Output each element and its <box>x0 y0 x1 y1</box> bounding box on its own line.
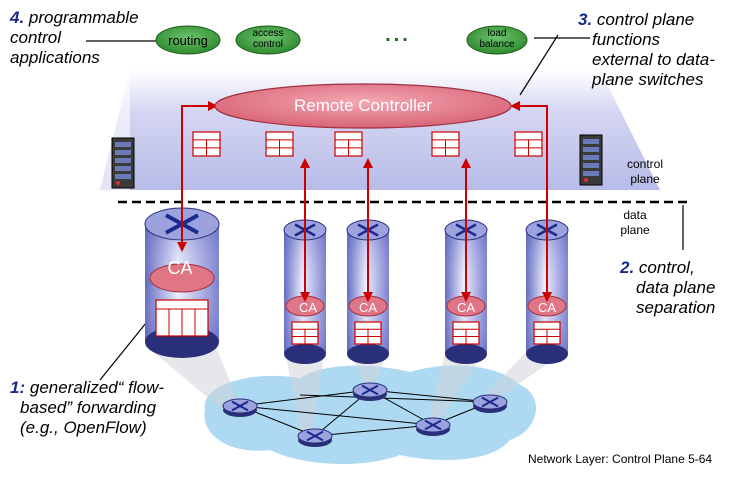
app-access-control-oval <box>235 25 301 55</box>
switch-flow-table <box>291 321 319 345</box>
switches <box>144 207 569 364</box>
controller-flow-table <box>334 131 363 157</box>
server <box>111 137 135 189</box>
switch-flow-table <box>533 321 561 345</box>
control-arrow <box>177 101 218 252</box>
app-load-balance-oval <box>466 25 528 55</box>
control-arrow <box>510 101 552 302</box>
switch-flow-table <box>155 299 209 337</box>
app-routing-label: routing <box>168 33 208 48</box>
app-routing-oval <box>155 25 221 55</box>
controller-flow-table <box>192 131 221 157</box>
switch-flow-table <box>354 321 382 345</box>
controller-flow-table <box>431 131 460 157</box>
servers <box>111 134 603 189</box>
control-agent <box>149 263 215 293</box>
annotation-external-control: 3. control plane functions external to d… <box>578 10 715 89</box>
network-routers <box>222 382 508 447</box>
server <box>579 134 603 186</box>
agent-label: CA <box>537 300 557 315</box>
remote-controller <box>214 83 512 129</box>
footer-slide-number: Network Layer: Control Plane 5-64 <box>528 452 713 466</box>
controller-flow-table <box>265 131 294 157</box>
remote-controller-label: Remote Controller <box>294 96 432 115</box>
network-router <box>297 428 333 447</box>
agent-label: CA <box>298 300 318 315</box>
network-router <box>472 394 508 413</box>
agent-label: CA <box>456 300 476 315</box>
annotation-flow-forwarding: 1: generalized“ flow- based” forwarding … <box>10 378 165 437</box>
network-router <box>222 398 258 417</box>
network-router <box>415 417 451 436</box>
agent-label-large: CA <box>167 258 193 278</box>
agent-label: CA <box>358 300 378 315</box>
network-router <box>352 382 388 401</box>
annotation-programmable-apps: 4. programmable control applications <box>10 8 139 67</box>
controller-flow-table <box>514 131 543 157</box>
annotation-plane-separation: 2. control, data plane separation <box>620 258 716 317</box>
more-apps-ellipsis: ... <box>385 24 411 46</box>
control-arrows <box>177 101 552 302</box>
switch-flow-table <box>452 321 480 345</box>
